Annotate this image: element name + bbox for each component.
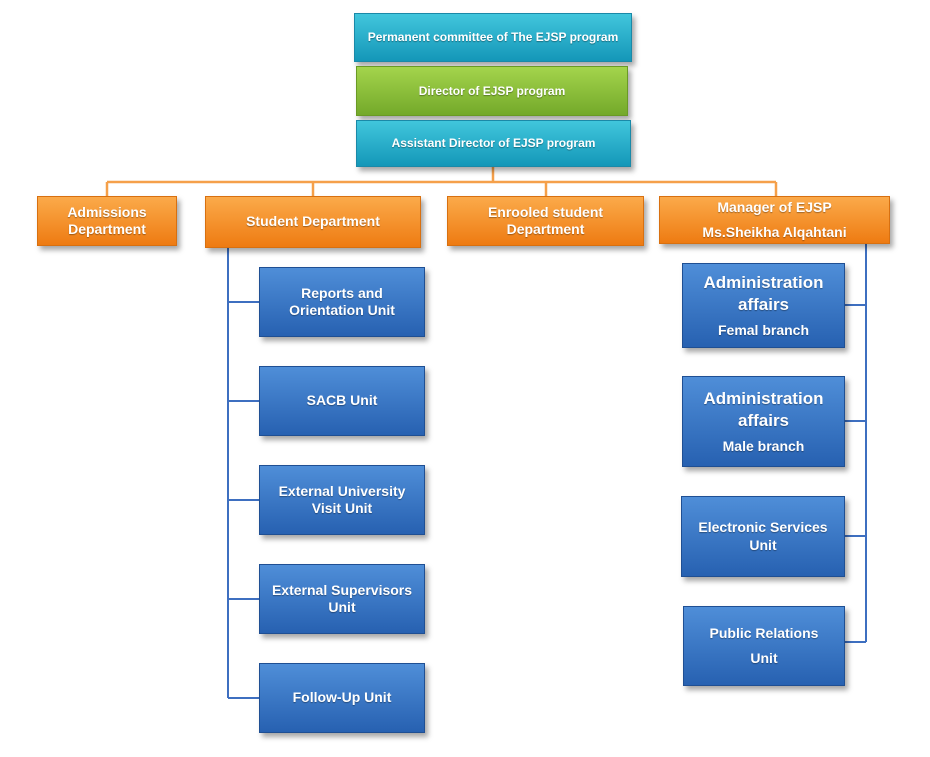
node-label: Permanent committee of The EJSP program (367, 30, 619, 44)
node-subtitle: Femal branch (717, 321, 810, 338)
node-label-line1: Electronic Services (698, 519, 828, 535)
node-title-line1: Administration (703, 388, 824, 408)
node-label-line2: Unit (328, 599, 356, 615)
node-label-line2: Unit (750, 650, 778, 666)
node-label-line2: Unit (749, 536, 777, 553)
node-label-line2: Department (506, 221, 585, 237)
node-label-line2: Orientation Unit (289, 302, 395, 318)
node-electronic-services-unit: Electronic Services Unit (681, 496, 845, 577)
node-enrolled-student-department: Enrooled student Department (447, 196, 644, 246)
node-label: Assistant Director of EJSP program (391, 136, 596, 150)
node-label-line1: Reports and (301, 284, 383, 301)
node-external-supervisors-unit: External Supervisors Unit (259, 564, 425, 634)
node-subtitle: Male branch (722, 437, 805, 454)
node-administration-affairs-male: Administration affairs Male branch (682, 376, 845, 467)
node-manager-ejsp: Manager of EJSP Ms.Sheikha Alqahtani (659, 196, 890, 244)
node-external-university-visit-unit: External University Visit Unit (259, 465, 425, 535)
node-permanent-committee: Permanent committee of The EJSP program (354, 13, 632, 62)
node-label-line1: Admissions (67, 203, 147, 220)
node-label: SACB Unit (306, 392, 378, 409)
node-label-line2: Department (68, 221, 146, 237)
node-label: Follow-Up Unit (292, 689, 392, 706)
node-assistant-director: Assistant Director of EJSP program (356, 120, 631, 167)
node-reports-orientation-unit: Reports and Orientation Unit (259, 267, 425, 337)
node-administration-affairs-female: Administration affairs Femal branch (682, 263, 845, 348)
node-label-line1: External Supervisors (271, 581, 413, 598)
node-title-line2: affairs (737, 294, 790, 314)
node-label-line2: Ms.Sheikha Alqahtani (702, 224, 847, 240)
node-label-line1: Enrooled student (487, 203, 604, 220)
node-label: Student Department (246, 213, 380, 230)
node-sacb-unit: SACB Unit (259, 366, 425, 436)
node-label-line1: External University (278, 482, 406, 499)
node-title-line1: Administration (703, 272, 824, 292)
node-label: Director of EJSP program (418, 83, 566, 98)
node-label-line2: Visit Unit (311, 500, 373, 516)
node-follow-up-unit: Follow-Up Unit (259, 663, 425, 733)
node-student-department: Student Department (205, 196, 421, 248)
node-director: Director of EJSP program (356, 66, 628, 116)
node-label-line1: Manager of EJSP (717, 198, 832, 215)
node-public-relations-unit: Public Relations Unit (683, 606, 845, 686)
node-label-line1: Public Relations (709, 624, 819, 641)
node-title-line2: affairs (737, 410, 790, 430)
node-admissions-department: Admissions Department (37, 196, 177, 246)
